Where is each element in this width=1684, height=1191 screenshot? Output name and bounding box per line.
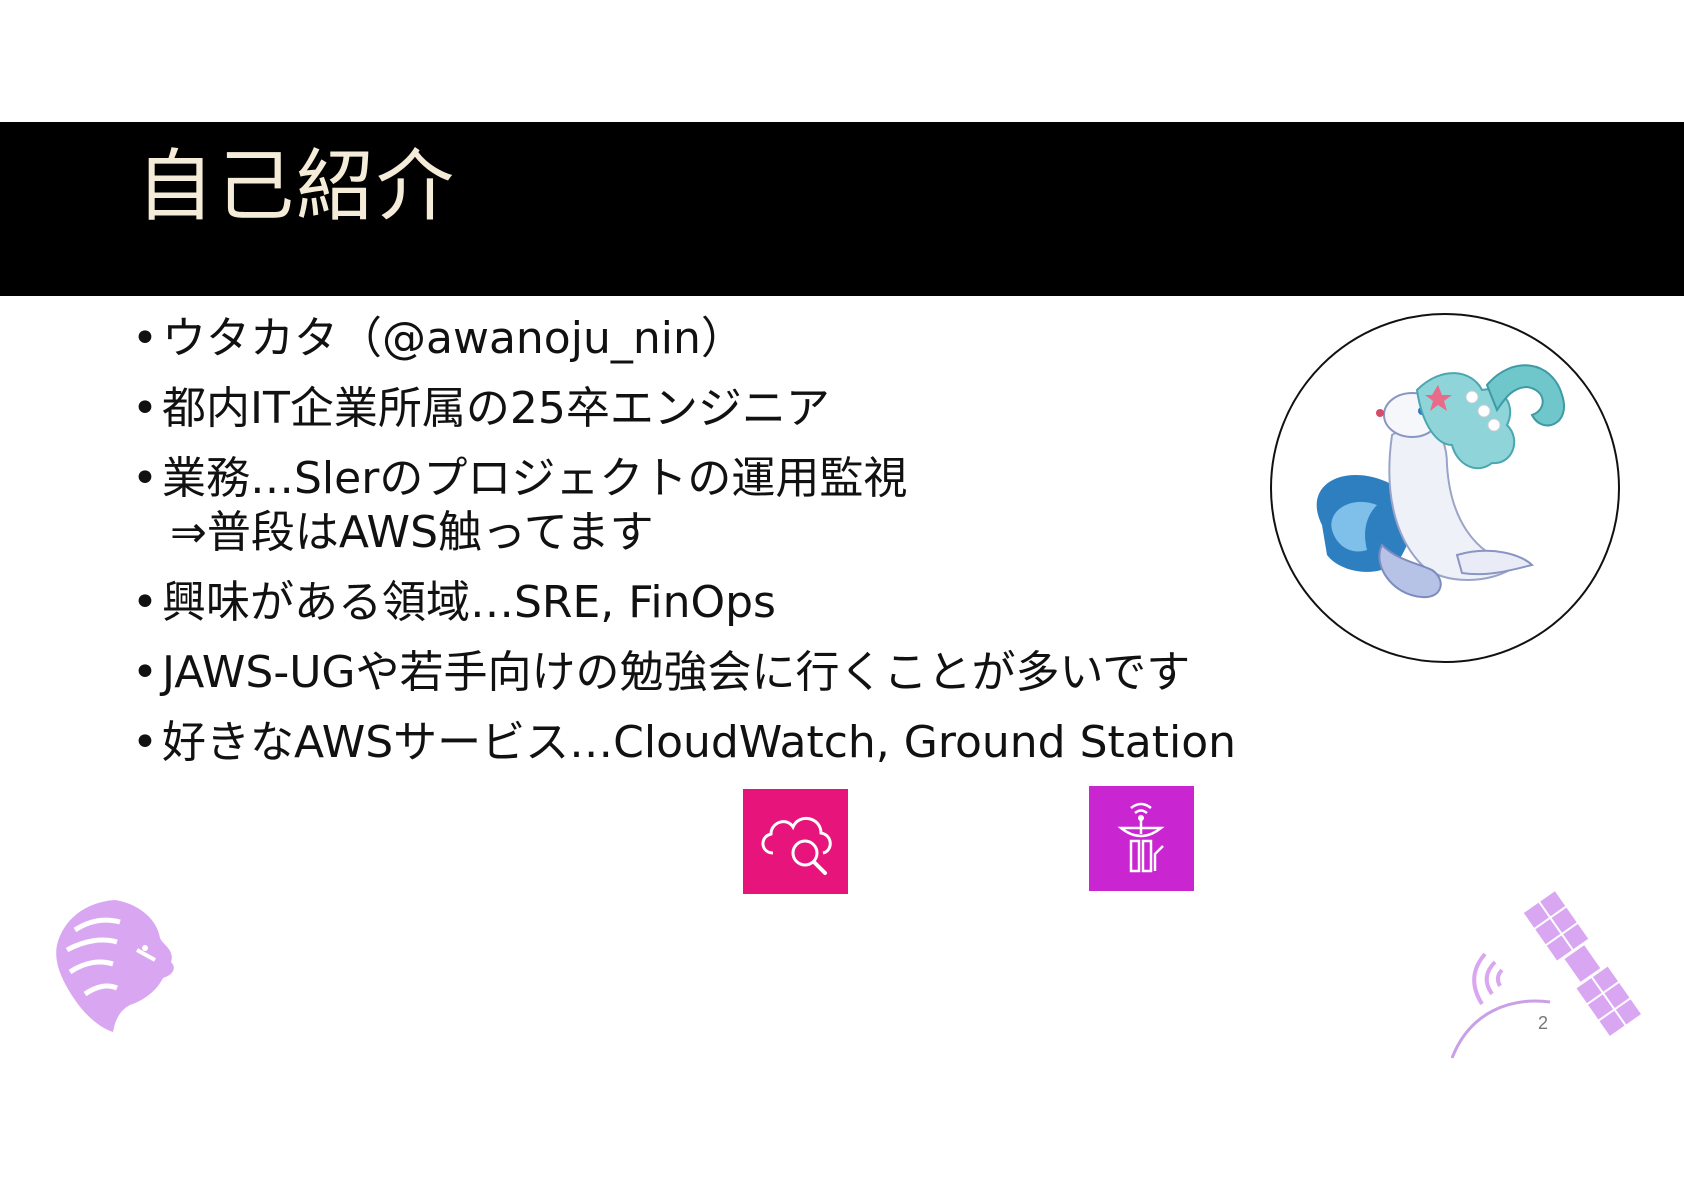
bullet-text: ウタカタ（@awanoju_nin） — [162, 313, 745, 364]
bullet-item: • JAWS-UGや若手向けの勉強会に行くことが多いです — [130, 646, 1236, 700]
title-band — [0, 122, 1684, 296]
bullet-text: 都内IT企業所属の25卒エンジニア — [162, 383, 830, 434]
bullet-dot: • — [132, 313, 158, 364]
bullet-text: 業務…Slerのプロジェクトの運用監視 — [162, 453, 908, 504]
bullet-text: 好きなAWSサービス…CloudWatch, Ground Station — [162, 717, 1237, 768]
bullet-item: • 好きなAWSサービス…CloudWatch, Ground Station — [130, 716, 1236, 770]
bullet-dot: • — [132, 647, 158, 698]
satellite-icon — [1440, 862, 1680, 1062]
bullet-text: JAWS-UGや若手向けの勉強会に行くことが多いです — [162, 647, 1191, 698]
slide-title: 自己紹介 — [136, 142, 457, 232]
bullet-dot: • — [132, 577, 158, 628]
bullet-item: • 業務…Slerのプロジェクトの運用監視 ⇒普段はAWS触ってます — [130, 452, 1236, 560]
bullet-text: 興味がある領域…SRE, FinOps — [162, 577, 776, 628]
bullet-item: • 都内IT企業所属の25卒エンジニア — [130, 382, 1236, 436]
avatar — [1270, 313, 1620, 663]
bullet-dot: • — [132, 453, 158, 504]
bullet-list: • ウタカタ（@awanoju_nin） • 都内IT企業所属の25卒エンジニア… — [130, 312, 1236, 786]
ground-station-icon — [1089, 786, 1194, 891]
cloudwatch-icon — [743, 789, 848, 894]
bullet-dot: • — [132, 383, 158, 434]
page-number: 2 — [1538, 1013, 1549, 1033]
lion-icon — [45, 890, 185, 1035]
bullet-item: • 興味がある領域…SRE, FinOps — [130, 576, 1236, 630]
bullet-item: • ウタカタ（@awanoju_nin） — [130, 312, 1236, 366]
bullet-dot: • — [132, 717, 158, 768]
bullet-text-continuation: ⇒普段はAWS触ってます — [170, 507, 654, 558]
character-illustration — [1316, 364, 1565, 599]
